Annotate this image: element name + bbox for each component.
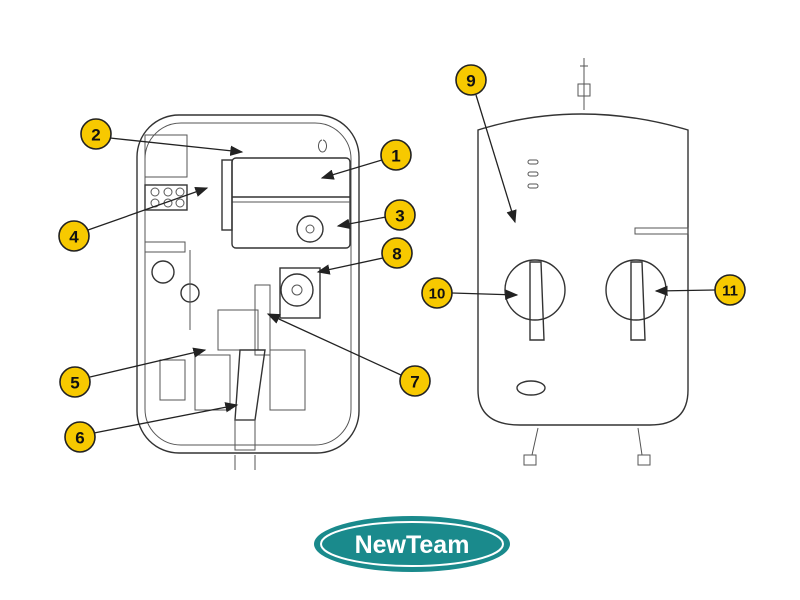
svg-text:7: 7 [410, 373, 419, 392]
svg-text:8: 8 [392, 245, 401, 264]
callout-10: 10 [421, 277, 453, 309]
svg-text:4: 4 [69, 228, 79, 247]
callout-6: 6 [64, 421, 96, 453]
svg-text:NewTeam: NewTeam [355, 531, 470, 559]
svg-text:5: 5 [70, 374, 79, 393]
newteam-logo: NewTeam [314, 516, 510, 572]
svg-text:9: 9 [466, 72, 475, 91]
callout-8: 8 [381, 237, 413, 269]
callout-9: 9 [455, 64, 487, 96]
callout-1: 1 [380, 139, 412, 171]
callout-7: 7 [399, 365, 431, 397]
svg-text:11: 11 [722, 283, 738, 300]
callout-2: 2 [80, 118, 112, 150]
callout-5: 5 [59, 366, 91, 398]
svg-text:10: 10 [429, 286, 446, 303]
shower-internals-drawing [136, 114, 360, 470]
callout-11: 11 [714, 274, 746, 306]
svg-text:2: 2 [91, 126, 100, 145]
svg-text:6: 6 [75, 429, 84, 448]
svg-text:1: 1 [391, 147, 400, 166]
callout-3: 3 [384, 199, 416, 231]
shower-front-cover-drawing [477, 58, 689, 466]
callout-4: 4 [58, 220, 90, 252]
callout-arrows [87, 94, 716, 434]
svg-text:3: 3 [395, 207, 404, 226]
